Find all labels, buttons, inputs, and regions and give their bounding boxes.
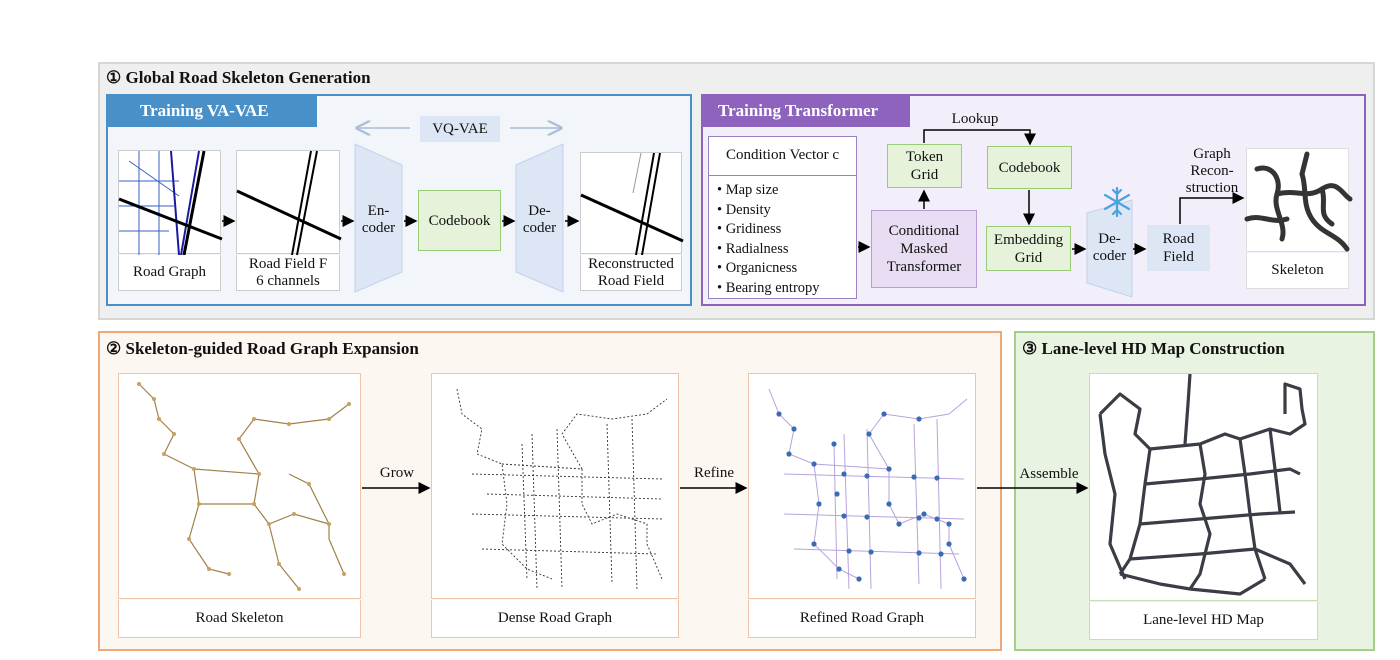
transformer-tab-label: Training Transformer [718, 101, 879, 120]
graph-reconstruction-label: Graph Recon- struction [1182, 146, 1242, 197]
hd-map-drawing [1098, 373, 1307, 596]
vae-decoder-label: De- coder [516, 203, 563, 237]
road-field-box-line2: Field [1163, 249, 1194, 265]
cmt-line2: Masked [900, 241, 948, 257]
dense-road-graph-caption: Dense Road Graph [431, 600, 679, 638]
token-grid-line1: Token [905, 149, 944, 165]
lookup-label: Lookup [951, 111, 999, 127]
reconstructed-field-drawing [580, 152, 684, 256]
road-skeleton-image [118, 373, 361, 599]
road-field-drawing [236, 150, 342, 256]
road-field-caption: Road Field F 6 channels [236, 255, 340, 291]
transformer-codebook: Codebook [987, 146, 1072, 189]
condition-item: Bearing entropy [717, 279, 856, 299]
road-field-image [236, 150, 342, 256]
section3-title: ③ Lane-level HD Map Construction [1022, 339, 1285, 358]
condition-vector-title: Condition Vector c [709, 137, 856, 176]
transformer-decoder-line2: coder [1092, 248, 1127, 264]
skeleton-drawing [1244, 151, 1353, 252]
hd-map-image [1089, 373, 1318, 601]
embedding-grid-line2: Grid [1014, 249, 1043, 266]
embedding-grid: Embedding Grid [986, 226, 1071, 271]
vae-tab-label: Training VA-VAE [140, 101, 269, 120]
grow-label: Grow [379, 465, 415, 481]
vq-vae-label: VQ-VAE [420, 116, 500, 142]
road-graph-drawing [118, 150, 223, 256]
section1-title: ① Global Road Skeleton Generation [106, 68, 371, 87]
condition-list: Map size Density Gridiness Radialness Or… [709, 176, 856, 298]
graph-recon-line3: struction [1185, 180, 1239, 196]
dense-road-graph-drawing [456, 388, 668, 590]
graph-recon-line2: Recon- [1190, 163, 1234, 179]
refine-label: Refine [694, 465, 734, 481]
graph-recon-line1: Graph [1193, 146, 1231, 162]
assemble-label: Assemble [1019, 466, 1079, 482]
road-field-box-line1: Road [1162, 231, 1195, 247]
encoder-label-line2: coder [361, 220, 396, 236]
road-skeleton-caption: Road Skeleton [118, 600, 361, 638]
cmt-line3: Transformer [886, 259, 962, 275]
condition-item: Radialness [717, 240, 856, 260]
road-graph-caption: Road Graph [118, 255, 221, 291]
road-field-caption-line1: Road Field F [248, 255, 328, 272]
refined-road-graph-image [748, 373, 976, 599]
condition-item: Density [717, 201, 856, 221]
section2-title: ② Skeleton-guided Road Graph Expansion [106, 339, 419, 358]
dense-road-graph-image [431, 373, 679, 599]
embedding-grid-line1: Embedding [993, 231, 1064, 248]
skeleton-caption: Skeleton [1246, 253, 1349, 289]
road-skeleton-drawing [137, 382, 351, 591]
condition-vector-box: Condition Vector c Map size Density Grid… [708, 136, 857, 299]
reconstructed-caption-line2: Road Field [597, 272, 665, 289]
condition-item: Gridiness [717, 220, 856, 240]
condition-item: Organicness [717, 259, 856, 279]
token-grid-line2: Grid [910, 167, 939, 183]
cmt-line1: Conditional [888, 223, 960, 239]
conditional-masked-transformer: Conditional Masked Transformer [871, 210, 977, 288]
refined-road-graph-drawing [768, 388, 968, 590]
road-field-box: Road Field [1147, 225, 1210, 271]
vae-tab [107, 95, 317, 127]
reconstructed-field-image [580, 152, 684, 256]
reconstructed-field-caption: Reconstructed Road Field [580, 255, 682, 291]
condition-item: Map size [717, 181, 856, 201]
road-field-caption-line2: 6 channels [256, 272, 320, 289]
reconstructed-caption-line1: Reconstructed [588, 255, 674, 272]
transformer-tab [702, 95, 910, 127]
skeleton-image [1244, 148, 1353, 252]
transformer-decoder-line1: De- [1098, 231, 1121, 247]
vae-decoder-label-line1: De- [528, 203, 551, 219]
encoder-label: En- coder [355, 203, 402, 237]
encoder-label-line1: En- [367, 203, 390, 219]
token-grid: Token Grid [887, 144, 962, 188]
transformer-decoder-label: De- coder [1087, 231, 1132, 265]
vae-decoder-label-line2: coder [522, 220, 557, 236]
refined-road-graph-caption: Refined Road Graph [748, 600, 976, 638]
road-graph-image [118, 150, 223, 256]
vae-codebook: Codebook [418, 190, 501, 251]
hd-map-caption: Lane-level HD Map [1089, 602, 1318, 640]
